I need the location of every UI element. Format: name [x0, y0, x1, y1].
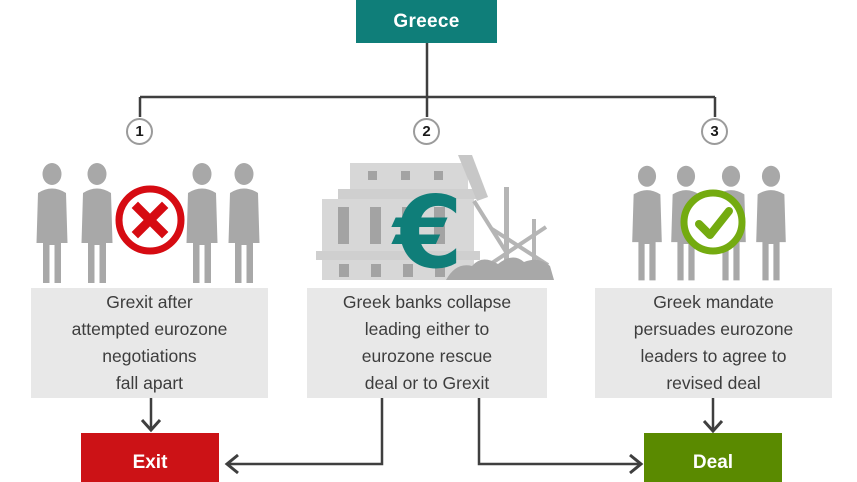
branch-number-2: 2	[413, 118, 440, 145]
deal-outcome-node: Deal	[644, 433, 782, 482]
euro-symbol-icon: €	[391, 174, 463, 280]
scenario-text-2: Greek banks collapse leading either to e…	[307, 288, 547, 398]
greece-title-node: Greece	[356, 0, 497, 43]
branch-number-1: 1	[126, 118, 153, 145]
exit-outcome-node: Exit	[81, 433, 219, 482]
scenario-text-3: Greek mandate persuades eurozone leaders…	[595, 288, 832, 398]
branch-number-3: 3	[701, 118, 728, 145]
scenario-text-1: Grexit after attempted eurozone negotiat…	[31, 288, 268, 398]
collapsing-bank-euro-icon: €	[316, 155, 554, 280]
